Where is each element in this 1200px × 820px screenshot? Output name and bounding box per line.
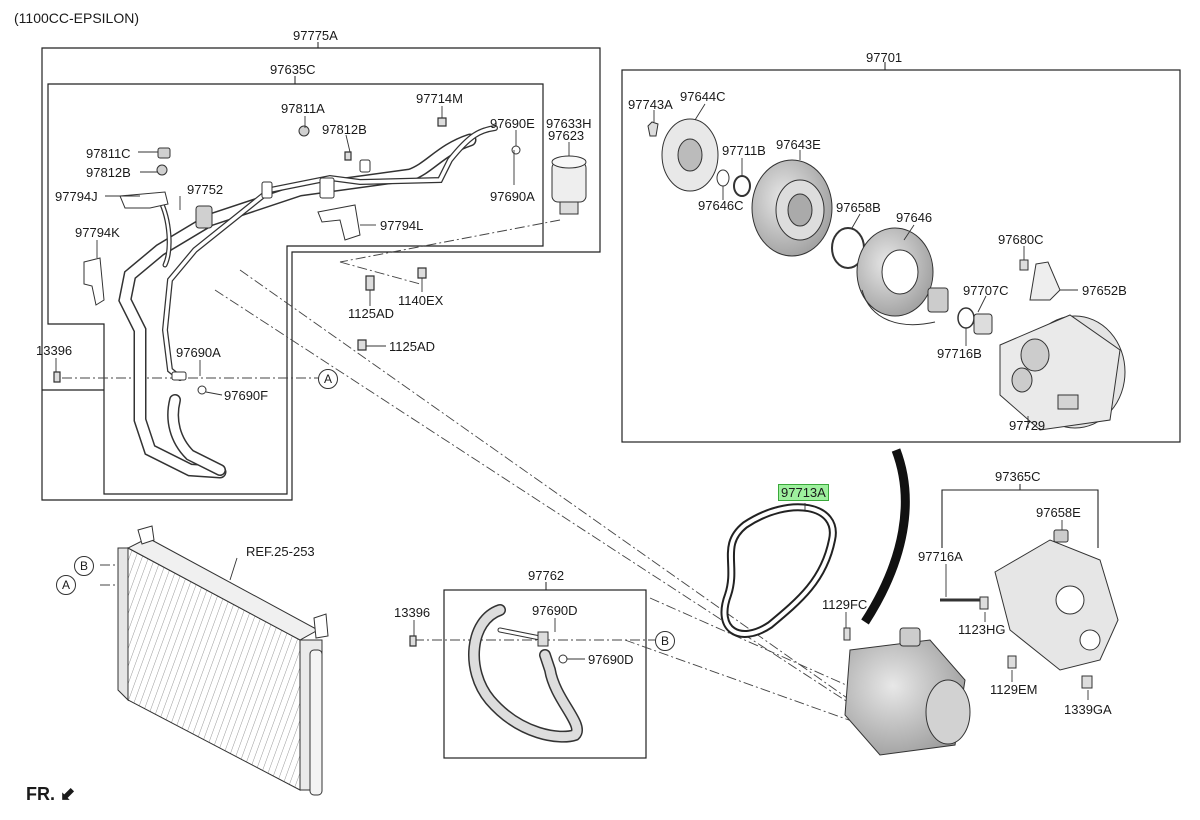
part-97775A[interactable]: 97775A	[293, 28, 338, 43]
part-1339GA[interactable]: 1339GA	[1064, 702, 1112, 717]
box-97635C	[42, 83, 544, 495]
clutch-parts	[647, 118, 1061, 335]
group-arc	[861, 448, 910, 625]
part-97794L[interactable]: 97794L	[380, 218, 424, 233]
part-97652B[interactable]: 97652B	[1082, 283, 1127, 298]
part-97680C[interactable]: 97680C	[998, 232, 1044, 247]
liquid-pipe	[157, 125, 498, 381]
compressor-assembly	[843, 627, 971, 756]
part-97812B-upper[interactable]: 97812B	[322, 122, 367, 137]
part-97646[interactable]: 97646	[896, 210, 933, 225]
part-97811C[interactable]: 97811C	[86, 146, 131, 161]
callout-b-condenser[interactable]: B	[74, 556, 94, 576]
part-1129EM[interactable]: 1129EM	[990, 682, 1038, 697]
discharge-hose	[468, 604, 583, 743]
part-1125AD-lower[interactable]: 1125AD	[389, 339, 436, 354]
part-97752[interactable]: 97752	[187, 182, 224, 197]
part-97794K[interactable]: 97794K	[75, 225, 120, 240]
part-97635C[interactable]: 97635C	[270, 62, 316, 77]
part-97794J[interactable]: 97794J	[55, 189, 98, 204]
part-97811A[interactable]: 97811A	[281, 101, 325, 116]
variant-label: (1100CC-EPSILON)	[14, 10, 140, 26]
front-marker: FR. ⬋	[26, 784, 75, 805]
part-97646C[interactable]: 97646C	[698, 198, 744, 213]
part-1125AD-upper[interactable]: 1125AD	[348, 306, 395, 321]
part-97643E[interactable]: 97643E	[776, 137, 821, 152]
part-97690A-lower[interactable]: 97690A	[176, 345, 221, 360]
part-97716B[interactable]: 97716B	[937, 346, 982, 361]
box-97701	[621, 69, 1181, 443]
callout-b-hose[interactable]: B	[655, 631, 675, 651]
part-13396-lower[interactable]: 13396	[394, 605, 431, 620]
part-97729[interactable]: 97729	[1009, 418, 1046, 433]
part-97701[interactable]: 97701	[866, 50, 903, 65]
part-97658B-clutch[interactable]: 97658B	[836, 200, 881, 215]
part-97658E[interactable]: 97658E	[1036, 505, 1081, 520]
suction-hose	[118, 133, 477, 479]
part-97743A[interactable]: 97743A	[628, 97, 673, 112]
part-1129FC[interactable]: 1129FC	[822, 597, 868, 612]
front-arrow-icon: ⬋	[60, 784, 76, 804]
ref-label[interactable]: REF.25-253	[246, 544, 315, 559]
part-97690E[interactable]: 97690E	[490, 116, 535, 131]
part-97365C[interactable]: 97365C	[995, 469, 1041, 484]
callout-a-hose[interactable]: A	[318, 369, 338, 389]
front-marker-text: FR.	[26, 784, 55, 804]
condenser	[117, 525, 329, 796]
part-13396-upper[interactable]: 13396	[36, 343, 73, 358]
part-97812B-lower[interactable]: 97812B	[86, 165, 131, 180]
callout-a-condenser[interactable]: A	[56, 575, 76, 595]
part-1123HG[interactable]: 1123HG	[958, 622, 1006, 637]
drive-belt	[720, 503, 837, 638]
part-97690A-upper[interactable]: 97690A	[490, 189, 535, 204]
part-97623[interactable]: 97623	[548, 128, 585, 143]
part-97690F[interactable]: 97690F	[224, 388, 269, 403]
part-97690D-lower[interactable]: 97690D	[588, 652, 634, 667]
part-97711B[interactable]: 97711B	[722, 143, 766, 158]
part-97633H[interactable]: 97633H	[546, 116, 592, 131]
compressor-bracket	[940, 529, 1119, 689]
part-97762[interactable]: 97762	[528, 568, 565, 583]
part-97707C[interactable]: 97707C	[963, 283, 1009, 298]
box-97762	[443, 589, 647, 759]
part-97716A[interactable]: 97716A	[918, 549, 963, 564]
box-97775A	[41, 47, 601, 501]
part-97690D-upper[interactable]: 97690D	[532, 603, 578, 618]
part-1140EX[interactable]: 1140EX	[398, 293, 444, 308]
part-97644C[interactable]: 97644C	[680, 89, 726, 104]
receiver-drier	[551, 155, 587, 215]
compressor-body	[999, 314, 1126, 431]
part-97713A-highlighted[interactable]: 97713A	[778, 484, 829, 501]
part-97714M[interactable]: 97714M	[416, 91, 463, 106]
